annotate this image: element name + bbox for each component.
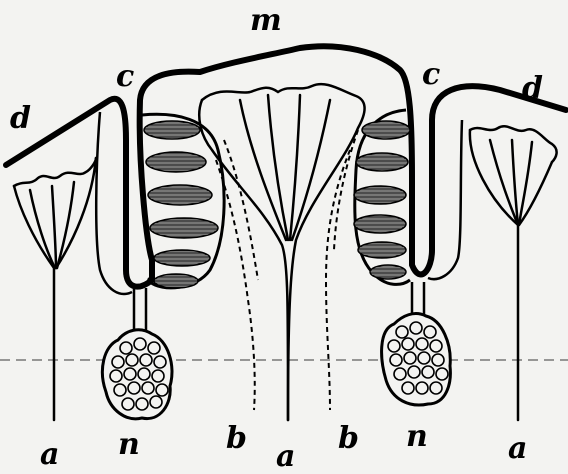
hatched-cell xyxy=(354,215,406,233)
label-a-left: a xyxy=(40,437,59,472)
right-gland-cluster xyxy=(382,314,451,405)
hatched-cell xyxy=(150,218,218,238)
label-b-left: b xyxy=(226,421,247,456)
gland-stalks xyxy=(134,282,424,330)
hatched-cell xyxy=(148,185,212,205)
surface-outline xyxy=(6,46,566,286)
label-n-right: n xyxy=(406,419,428,454)
label-n-left: n xyxy=(118,427,140,462)
label-c-left: c xyxy=(116,59,134,94)
label-a-center: a xyxy=(276,439,295,474)
left-fan-structure xyxy=(14,158,96,420)
hatched-cell xyxy=(370,265,406,279)
label-c-right: c xyxy=(422,57,440,92)
hatched-cell xyxy=(154,250,210,266)
label-d-right: d xyxy=(522,71,543,106)
left-hatched-cells xyxy=(144,121,218,288)
label-m: m xyxy=(250,3,282,38)
hatched-cell xyxy=(354,186,406,204)
hatched-cell xyxy=(144,121,200,139)
hatched-cell xyxy=(362,121,410,139)
hatched-cell xyxy=(356,153,408,171)
hatched-cell xyxy=(358,242,406,258)
right-fan-structure xyxy=(470,126,557,420)
hatched-cell xyxy=(146,152,206,172)
left-gland-cluster xyxy=(102,330,172,419)
center-fan-structure xyxy=(199,84,364,420)
label-a-right: a xyxy=(508,431,527,466)
right-hatched-cells xyxy=(354,121,410,279)
label-d-left: d xyxy=(10,101,31,136)
hatched-cell xyxy=(154,274,198,288)
label-b-right: b xyxy=(338,421,359,456)
